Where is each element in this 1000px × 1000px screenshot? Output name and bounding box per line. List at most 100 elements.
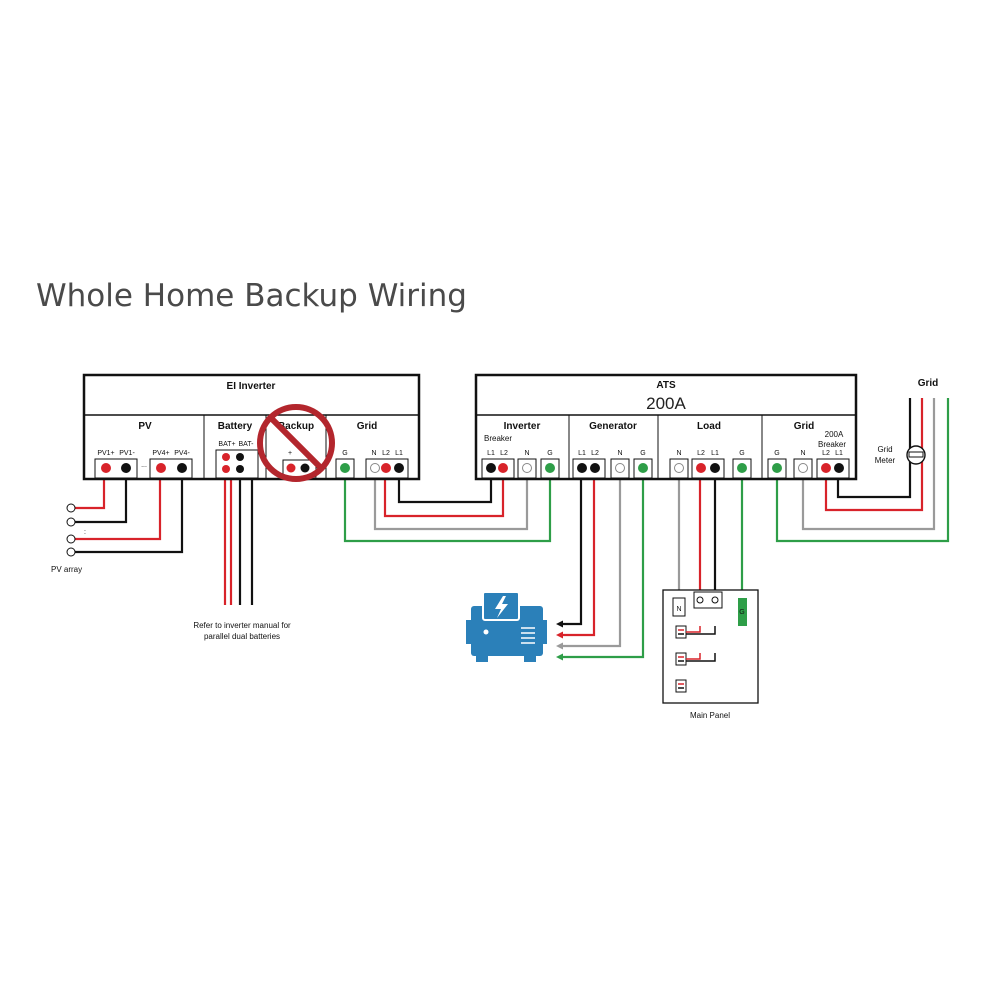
ats-load-g-terminal	[737, 463, 747, 473]
generator-icon	[466, 591, 563, 662]
ats-inv-g-label: G	[547, 450, 552, 457]
generator-ground-wire	[560, 468, 645, 659]
backup-plus-label: +	[288, 450, 292, 457]
ats-load-g-label: G	[739, 450, 744, 457]
pv4-minus-wire	[72, 468, 184, 554]
pv-array: : PV array	[51, 503, 86, 574]
diagram-title: Whole Home Backup Wiring	[36, 278, 467, 314]
ats-grid-g-terminal	[772, 463, 782, 473]
pv1-plus-terminal	[101, 463, 111, 473]
ats-load-label: Load	[697, 421, 721, 432]
pv-array-terminal	[66, 517, 76, 527]
ground-bar	[738, 598, 747, 626]
bat-plus-terminal	[222, 465, 230, 473]
inverter-grid-g-terminal	[340, 463, 350, 473]
backup-section-label: Backup	[278, 421, 314, 432]
ats-load-l2-terminal	[696, 463, 706, 473]
inverter-grid-n-terminal	[370, 463, 380, 473]
utility-grid-label: Grid	[918, 378, 939, 389]
ats-grid-n-label: N	[800, 450, 805, 457]
pv1-minus-wire	[72, 468, 128, 524]
ats-grid-l2-terminal	[821, 463, 831, 473]
pv-array-terminal	[66, 503, 76, 513]
inverter-grid-l1-label: L1	[395, 450, 403, 457]
bat-minus-terminal	[236, 465, 244, 473]
ats-inverter-breaker-label: Breaker	[484, 434, 512, 443]
ats-inv-n-terminal	[522, 463, 532, 473]
generator-neutral-wire	[560, 468, 622, 648]
ats-load-n-terminal	[674, 463, 684, 473]
ats-gen-l2-terminal	[590, 463, 600, 473]
grid-meter-label-2: Meter	[875, 456, 896, 465]
grid-meter-icon	[906, 445, 926, 465]
ats-gen-g-label: G	[640, 450, 645, 457]
ats-gen-l2-label: L2	[591, 450, 599, 457]
inverter-ground-wire	[343, 468, 552, 543]
ats-inv-l2-terminal	[498, 463, 508, 473]
bat-minus-terminal	[236, 453, 244, 461]
ats-inv-n-label: N	[524, 450, 529, 457]
pv4-minus-label: PV4-	[174, 450, 190, 457]
ats-gen-l1-label: L1	[578, 450, 586, 457]
inverter-grid-l1-terminal	[394, 463, 404, 473]
battery-section-label: Battery	[218, 421, 253, 432]
inverter-grid-l2-terminal	[381, 463, 391, 473]
neutral-bar	[672, 597, 686, 617]
battery-note-line-2: parallel dual batteries	[204, 632, 280, 641]
main-panel-n-label: N	[676, 606, 681, 613]
inverter-l1-wire	[397, 468, 493, 504]
inverter-title: EI Inverter	[227, 381, 276, 392]
ats-gen-n-terminal	[615, 463, 625, 473]
ats-load-l2-label: L2	[697, 450, 705, 457]
ei-inverter-box: EI Inverter PV PV1+ PV1- ... PV4+ PV4- B…	[82, 373, 421, 481]
ats-gen-l1-terminal	[577, 463, 587, 473]
ats-grid-g-label: G	[774, 450, 779, 457]
ats-grid-breaker-label: Breaker	[818, 440, 846, 449]
ats-generator-label: Generator	[589, 421, 637, 432]
ats-grid-label: Grid	[794, 421, 815, 432]
pv-array-label: PV array	[51, 565, 82, 574]
backup-plus-terminal	[286, 463, 296, 473]
generator-l2-wire	[560, 468, 596, 637]
inverter-grid-g-label: G	[342, 450, 347, 457]
pv4-plus-terminal	[156, 463, 166, 473]
battery-terminal-block	[215, 449, 259, 479]
pv1-plus-wire	[72, 468, 106, 510]
ats-grid-l1-label: L1	[835, 450, 843, 457]
pv1-plus-label: PV1+	[97, 450, 114, 457]
backup-minus-terminal	[300, 463, 310, 473]
ats-load-l1-terminal	[710, 463, 720, 473]
inverter-l2-wire	[383, 468, 505, 518]
ats-inv-l1-terminal	[486, 463, 496, 473]
ats-title: ATS	[656, 380, 676, 391]
pv4-minus-terminal	[177, 463, 187, 473]
prohibited-icon	[257, 404, 335, 482]
main-panel-label: Main Panel	[690, 711, 730, 720]
ats-gen-g-terminal	[638, 463, 648, 473]
branch-breaker	[675, 625, 716, 639]
ats-inv-l1-label: L1	[487, 450, 495, 457]
pv1-minus-label: PV1-	[119, 450, 135, 457]
ats-inverter-label: Inverter	[504, 421, 541, 432]
ats-load-n-label: N	[676, 450, 681, 457]
inverter-grid-label: Grid	[357, 421, 378, 432]
pv4-plus-wire	[72, 468, 162, 541]
battery-note-line-1: Refer to inverter manual for	[193, 621, 291, 630]
generator-l1-wire	[560, 468, 583, 626]
bat-minus-label: BAT-	[238, 441, 254, 448]
pv-array-terminal	[66, 534, 76, 544]
grid-meter-label-1: Grid	[877, 445, 892, 454]
ats-grid-n-terminal	[798, 463, 808, 473]
pv4-plus-label: PV4+	[152, 450, 169, 457]
ats-rating: 200A	[646, 394, 686, 413]
ats-box: ATS 200A Inverter Breaker L1 L2 N G Gene…	[474, 373, 858, 481]
branch-breaker	[675, 652, 716, 666]
main-breaker	[693, 591, 723, 609]
grid-neutral-wire	[801, 398, 936, 531]
ats-inv-l2-label: L2	[500, 450, 508, 457]
main-panel-g-label: G	[739, 609, 744, 616]
pv-section-label: PV	[138, 421, 152, 432]
inverter-grid-n-label: N	[371, 450, 376, 457]
grid-ground-wire	[775, 398, 950, 543]
